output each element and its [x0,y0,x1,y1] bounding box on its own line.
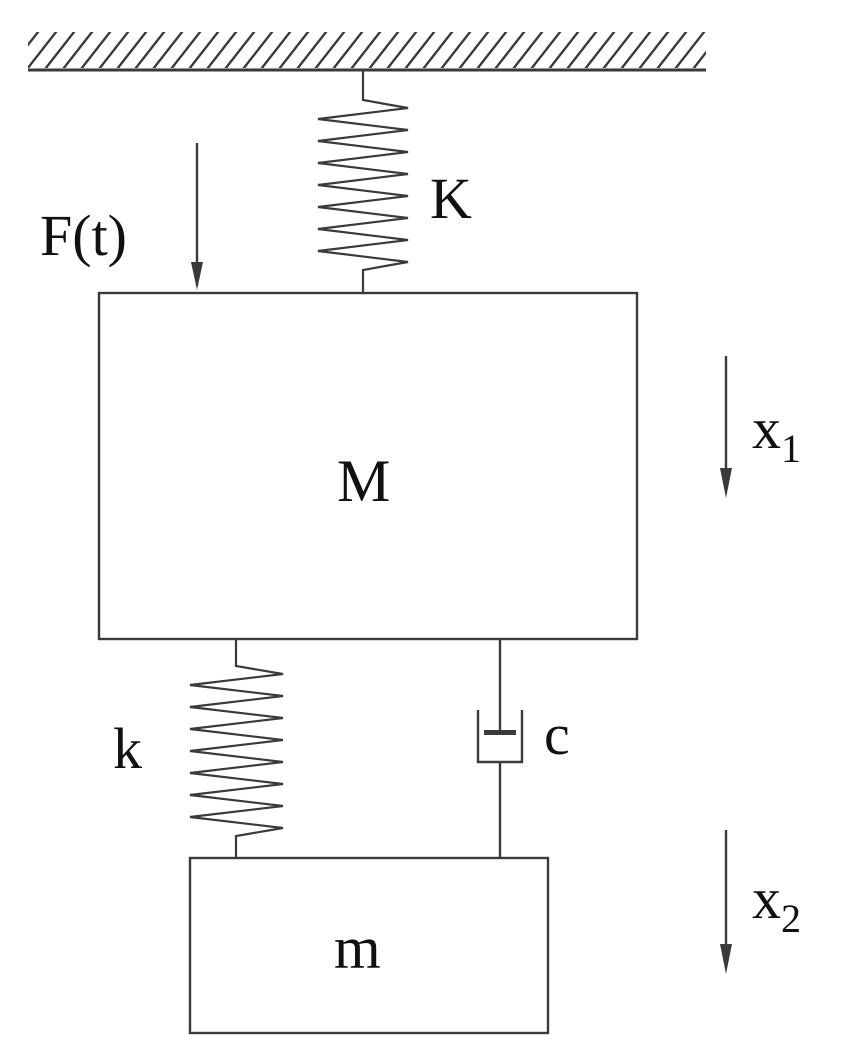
force-arrow [191,143,203,290]
x2-label-main: x [752,866,781,931]
coupling-spring-label: k [113,716,142,781]
x2-arrow [720,830,732,974]
ground-spring [317,70,409,293]
ceiling-ground [28,32,706,72]
ceiling-hatching [28,32,706,68]
coupling-spring [189,640,284,858]
x2-label: x2 [752,866,801,941]
lower-mass-block [188,856,550,1035]
damper [476,640,524,858]
x2-label-sub: 2 [781,896,801,941]
upper-mass-label: M [337,448,390,514]
ground-spring-label: K [430,166,472,231]
lower-mass-label: m [334,915,381,981]
x1-label: x1 [752,396,801,471]
damper-piston [484,730,516,735]
force-label: F(t) [40,203,127,268]
upper-mass-block [97,291,639,641]
x1-label-sub: 1 [781,426,801,471]
x1-label-main: x [752,396,781,461]
x1-arrow [720,356,732,498]
damper-label: c [544,702,570,767]
